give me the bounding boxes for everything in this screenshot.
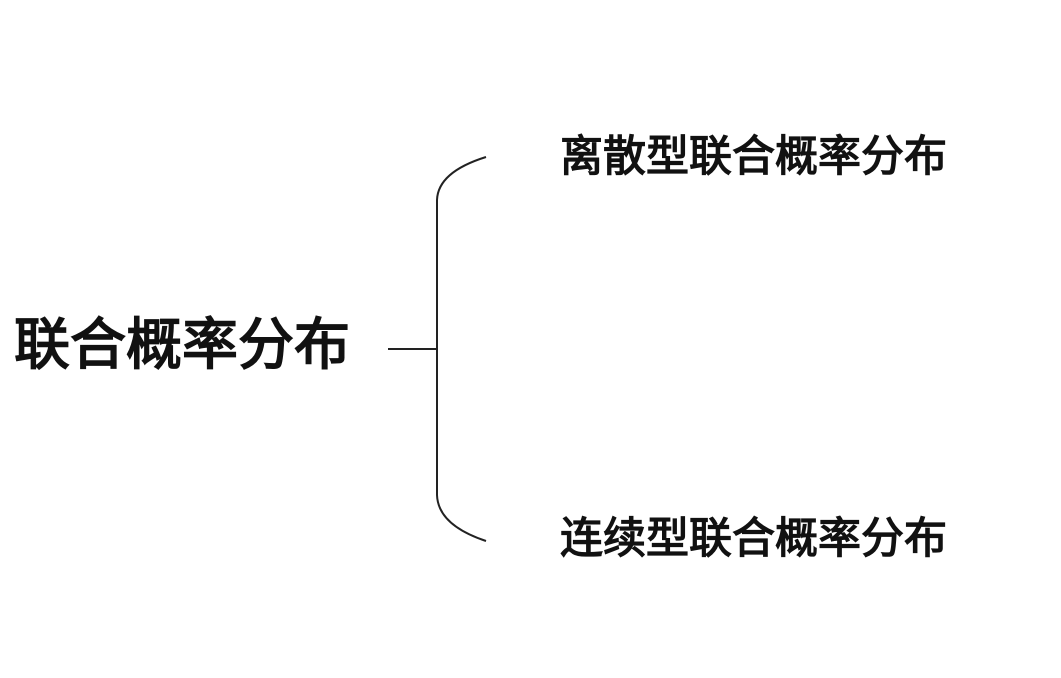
child-node-continuous: 连续型联合概率分布 (560, 514, 947, 564)
curly-bracket (436, 156, 487, 542)
root-node-label: 联合概率分布 (14, 313, 350, 378)
child-node-discrete: 离散型联合概率分布 (560, 132, 947, 182)
